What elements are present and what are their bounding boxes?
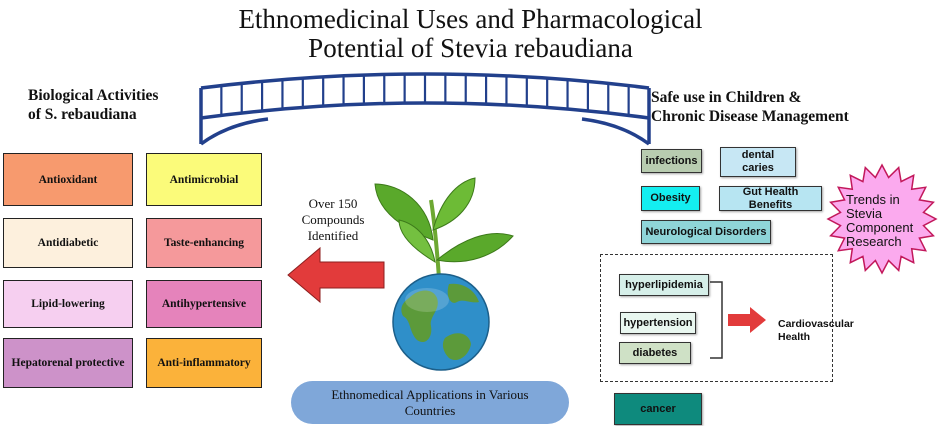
condition-hypertension: hypertension [620,312,696,334]
stevia-plant-globe-icon [374,177,514,371]
condition-hyperlipidemia: hyperlipidemia [619,274,709,296]
cardiovascular-health-label: Cardiovascular Health [778,318,868,344]
biological-activities-heading-line-1: Biological Activities [28,87,159,104]
safe-use-heading: Safe use in Children & Chronic Disease M… [651,88,849,126]
safe-use-heading-line-2: Chronic Disease Management [651,108,849,125]
cardiovascular-group [600,254,833,382]
compounds-line-2: Compounds [301,212,365,227]
condition-obesity: Obesity [641,186,700,211]
bridge-icon [199,72,651,146]
activity-taste-enhancing: Taste-enhancing [146,218,262,268]
condition-dental-caries: dental caries [720,147,796,177]
condition-gut-health: Gut Health Benefits [719,186,822,211]
condition-neurological-disorders: Neurological Disorders [641,220,771,244]
compounds-line-1: Over 150 [308,196,358,211]
compounds-line-3: Identified [307,228,359,243]
activity-antidiabetic: Antidiabetic [3,218,133,268]
activity-antioxidant: Antioxidant [3,153,133,206]
trends-label: Trends in Stevia Component Research [846,193,913,249]
biological-activities-heading-line-2: of S. rebaudiana [28,106,137,123]
activity-antimicrobial: Antimicrobial [146,153,262,206]
activity-lipid-lowering: Lipid-lowering [3,280,133,328]
trends-line-1: Trends in [846,192,900,207]
biological-activities-heading: Biological Activities of S. rebaudiana [28,86,158,124]
condition-cancer: cancer [614,393,702,425]
trends-line-4: Research [846,234,902,249]
left-arrow-icon [287,246,385,304]
activity-hepatorenal-protective: Hepatorenal protective [3,338,133,388]
cardiovascular-bracket-icon [710,281,766,359]
compounds-identified-label: Over 150 Compounds Identified [293,196,373,244]
condition-dental-caries-label: dental caries [741,149,775,174]
cardiovascular-health-text: Cardiovascular Health [778,318,854,343]
trends-line-3: Component [846,220,914,235]
activity-anti-inflammatory: Anti-inflammatory [146,338,262,388]
condition-infections: infections [641,149,702,173]
title-line-2: Potential of Stevia rebaudiana [308,33,633,63]
condition-diabetes: diabetes [619,342,691,364]
title-line-1: Ethnomedicinal Uses and Pharmacological [238,4,703,34]
trends-star-icon [826,163,938,275]
ethnomedical-applications-label: Ethnomedical Applications in Various Cou… [331,386,529,418]
safe-use-heading-line-1: Safe use in Children & [651,89,802,106]
ethnomedical-applications-pill: Ethnomedical Applications in Various Cou… [291,381,569,424]
activity-antihypertensive: Antihypertensive [146,280,262,328]
trends-line-2: Stevia [846,206,883,221]
